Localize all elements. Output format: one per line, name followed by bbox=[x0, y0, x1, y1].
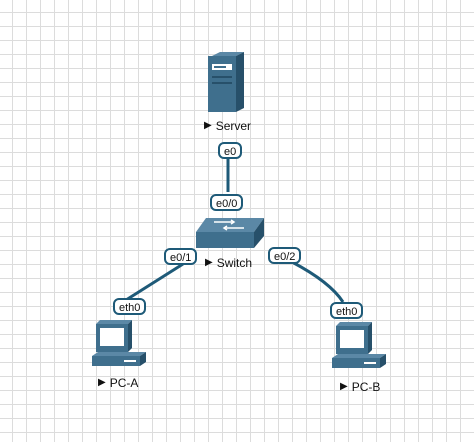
play-triangle-icon: ▶ bbox=[204, 120, 212, 131]
switch-name: Switch bbox=[216, 256, 253, 270]
switch-label: ▶ Switch bbox=[205, 256, 252, 270]
port-switch-e0-1[interactable]: e0/1 bbox=[164, 248, 198, 265]
server-icon bbox=[208, 52, 244, 112]
play-triangle-icon: ▶ bbox=[205, 257, 213, 268]
pc-b-label: ▶ PC-B bbox=[340, 380, 380, 394]
server-label: ▶ Server bbox=[204, 119, 251, 133]
play-triangle-icon: ▶ bbox=[98, 377, 106, 388]
pc-a-name: PC-A bbox=[109, 376, 139, 390]
pc-a-label: ▶ PC-A bbox=[98, 376, 138, 390]
port-pc-a-eth0[interactable]: eth0 bbox=[113, 298, 147, 315]
port-server-e0[interactable]: e0 bbox=[218, 142, 243, 159]
desktop-computer-icon bbox=[92, 320, 146, 366]
switch-icon bbox=[196, 218, 264, 248]
pc-a-node[interactable] bbox=[86, 320, 148, 370]
pc-b-node[interactable] bbox=[326, 322, 388, 372]
pc-b-name: PC-B bbox=[351, 380, 381, 394]
link-switch-pc-b[interactable] bbox=[291, 260, 345, 303]
desktop-computer-icon bbox=[332, 322, 386, 368]
link-switch-pc-a[interactable] bbox=[125, 262, 184, 302]
port-pc-b-eth0[interactable]: eth0 bbox=[330, 302, 364, 319]
port-switch-e0-0[interactable]: e0/0 bbox=[210, 194, 244, 211]
server-node[interactable] bbox=[206, 50, 246, 114]
play-triangle-icon: ▶ bbox=[340, 381, 348, 392]
switch-node[interactable] bbox=[194, 214, 266, 254]
server-name: Server bbox=[215, 119, 252, 133]
port-switch-e0-2[interactable]: e0/2 bbox=[268, 247, 302, 264]
